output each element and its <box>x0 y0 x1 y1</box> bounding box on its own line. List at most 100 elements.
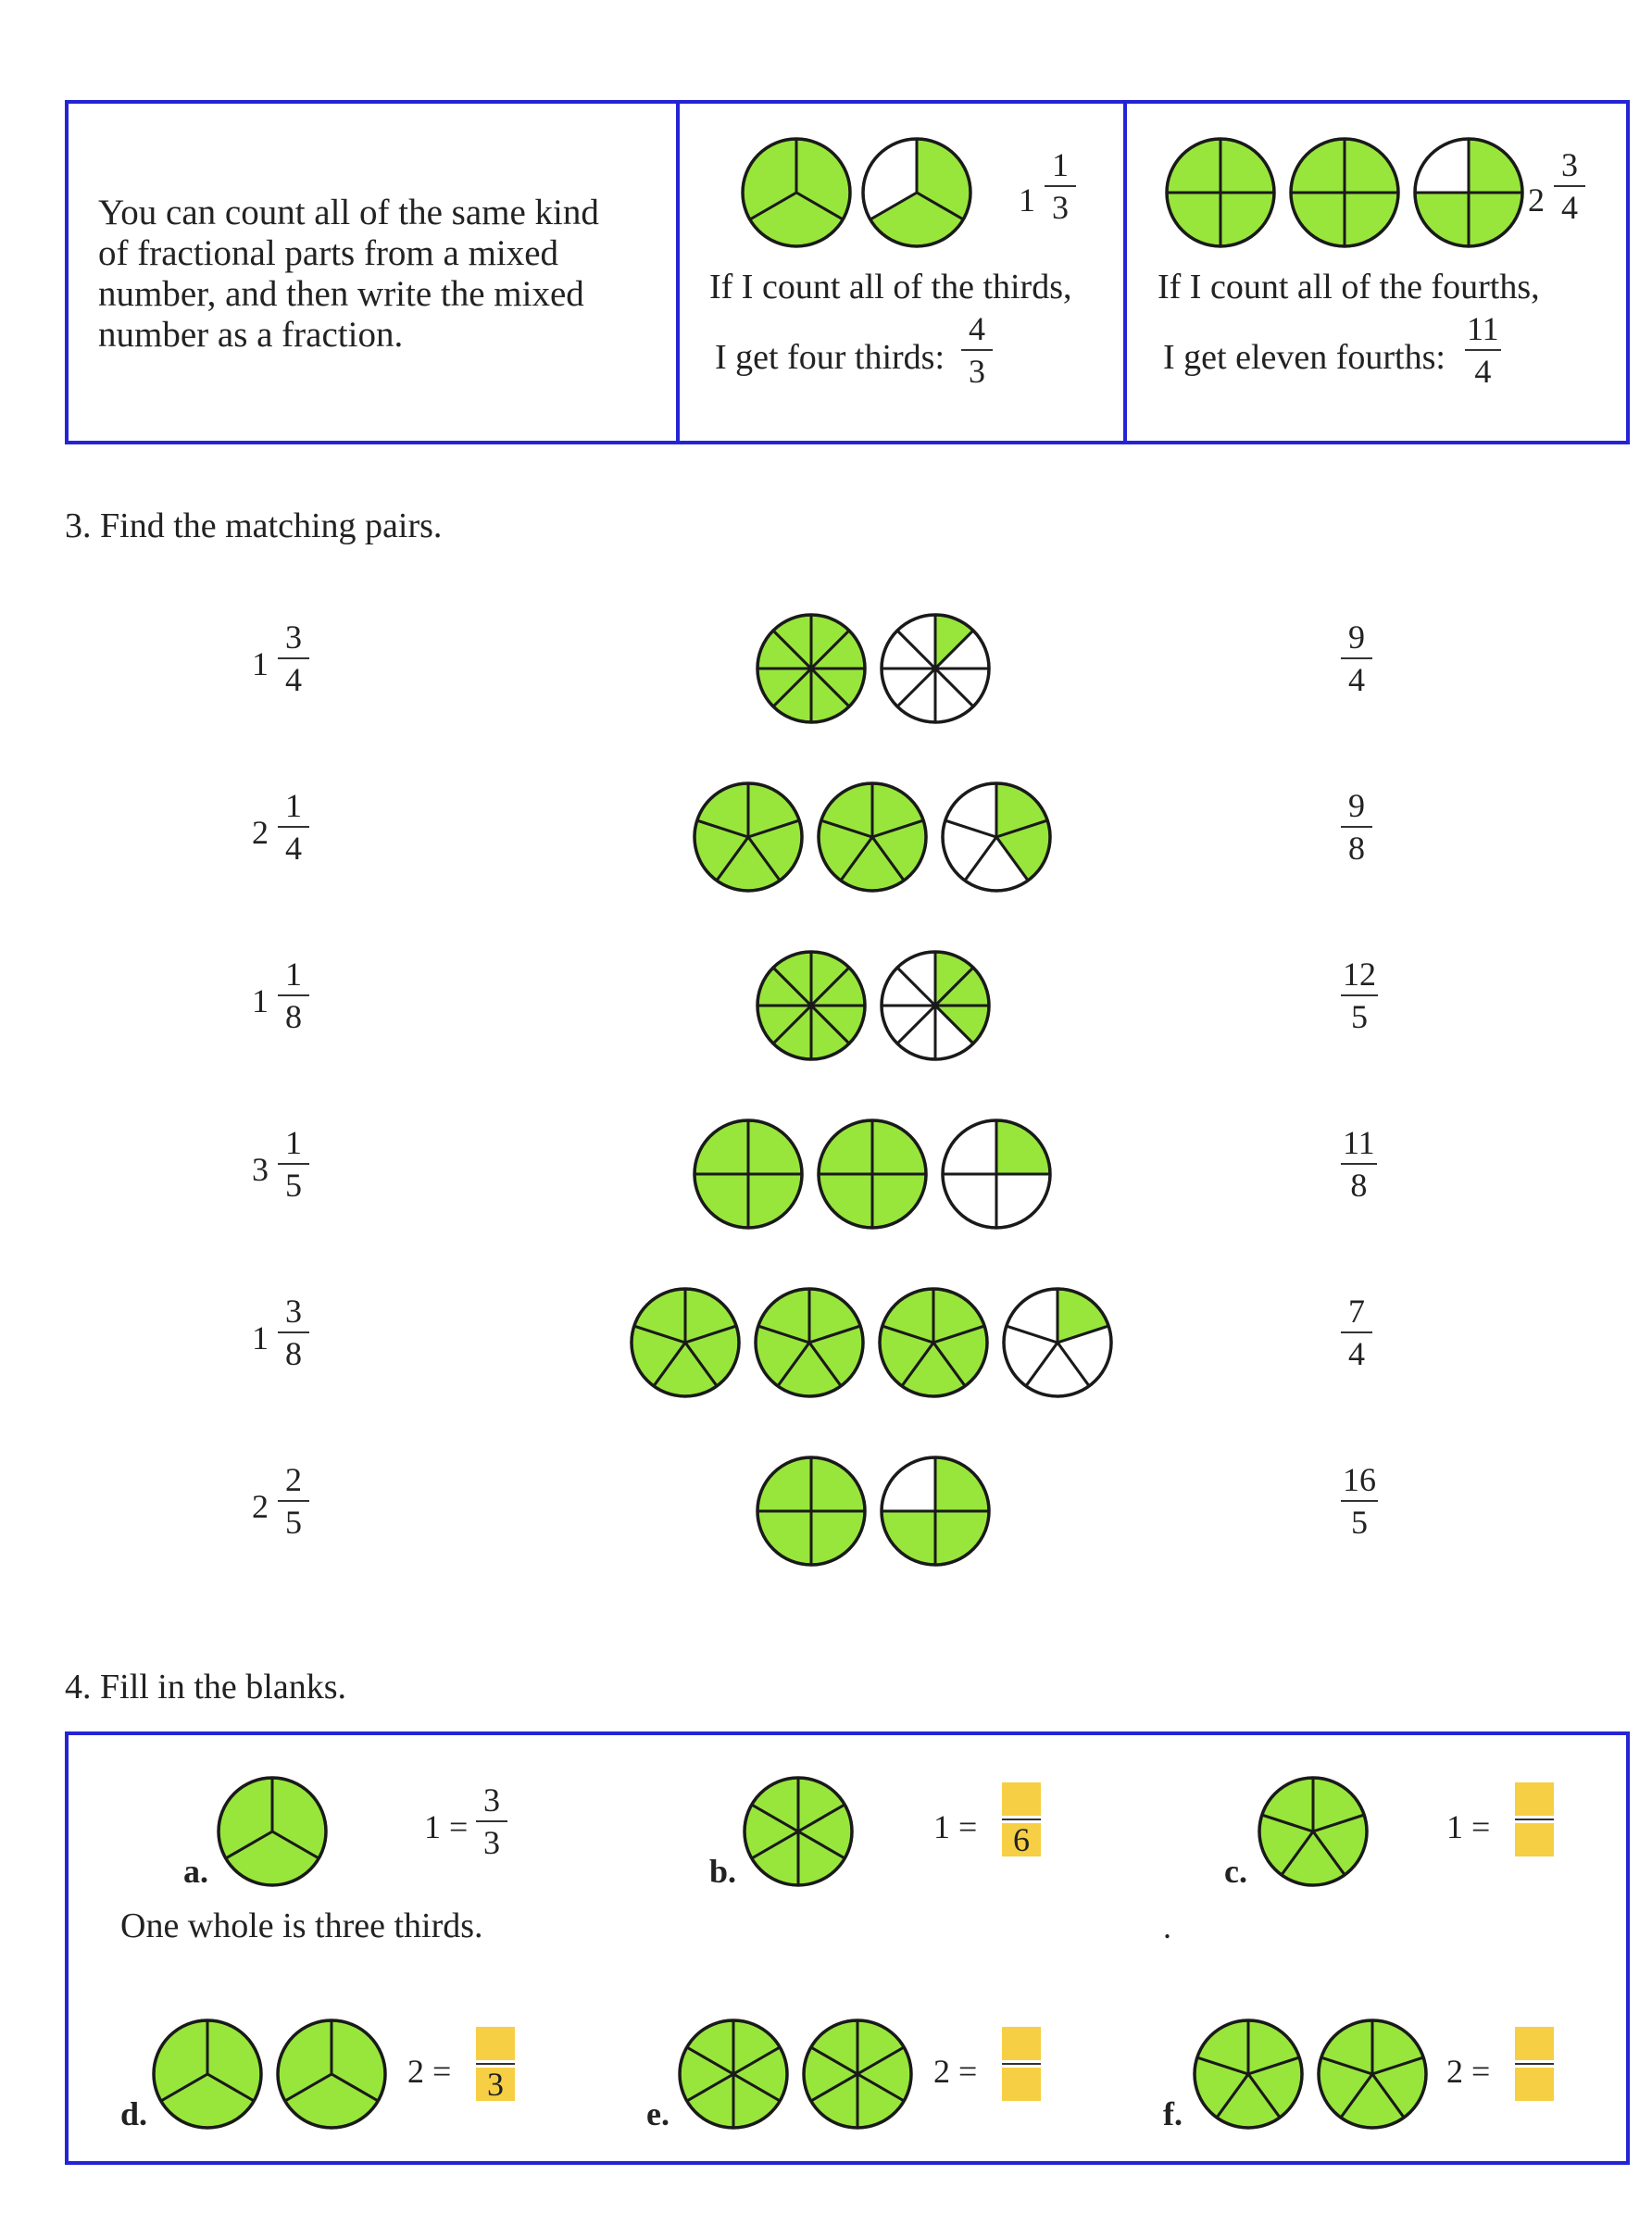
q4-e-pie-2-icon <box>802 2019 913 2130</box>
q4-e-lhs-value: 2 <box>933 2053 950 2090</box>
q4-d-label: d. <box>120 2095 148 2132</box>
q3-row4-pie-2-icon <box>817 1119 928 1230</box>
q4-b-blank-num[interactable] <box>1002 1782 1041 1816</box>
q3-row2-pie-1-icon <box>693 781 804 893</box>
q3-row5-pie-4-icon <box>1002 1287 1113 1398</box>
q4-f-blank-num[interactable] <box>1515 2027 1554 2060</box>
q3-fraction-6-den: 5 <box>1351 1504 1368 1541</box>
q3-mixed-1-whole: 1 <box>252 645 269 682</box>
q3-row2-pie-2-icon-outline <box>817 781 928 893</box>
q3-mixed-6-num: 2 <box>285 1461 302 1498</box>
ex2-mixed-whole: 2 <box>1528 181 1545 219</box>
q4-f-pie-2-icon-outline <box>1317 2019 1428 2130</box>
q3-row5-pie-1-icon-outline <box>630 1287 741 1398</box>
q4-e-pie-2-icon-outline <box>802 2019 913 2130</box>
q3-row5-pie-4-icon-outline <box>1002 1287 1113 1398</box>
q3-fraction-3-den: 5 <box>1351 998 1368 1035</box>
ex2-mixed-den: 4 <box>1561 189 1578 226</box>
q3-row2-pie-3-icon <box>941 781 1052 893</box>
ex1-pie-2-icon <box>861 137 972 248</box>
q4-c-fraction <box>1515 1782 1554 1856</box>
q4-c-blank-den[interactable] <box>1515 1823 1554 1856</box>
q3-mixed-4-num: 1 <box>285 1124 302 1161</box>
ex2-pie-2-icon <box>1289 137 1400 248</box>
q4-f-blank-den[interactable] <box>1515 2068 1554 2101</box>
q4-c-label: c. <box>1224 1853 1247 1890</box>
q4-e-fraction <box>1002 2027 1041 2101</box>
q4-d-lhs: 2 = <box>407 2053 452 2090</box>
q3-fraction-3-num: 12 <box>1343 956 1376 993</box>
explanation-divider-2 <box>1123 100 1127 444</box>
q3-row1-pie-1-icon <box>756 613 867 724</box>
q3-row5-pie-2-icon <box>754 1287 865 1398</box>
ex1-line1: If I count all of the thirds, <box>709 268 1072 306</box>
q4-f-label: f. <box>1163 2095 1183 2132</box>
explanation-divider-1 <box>676 100 680 444</box>
q3-row1-pie-2-icon-outline <box>880 613 991 724</box>
q3-fraction-5-den: 4 <box>1348 1335 1365 1372</box>
q4-f-lhs: 2 = <box>1446 2053 1491 2090</box>
q4-c-lhs-value: 1 <box>1446 1808 1463 1845</box>
q3-mixed-3-den: 8 <box>285 998 302 1035</box>
q4-d-den: 3 <box>476 2068 515 2101</box>
explanation-box <box>65 100 1630 444</box>
q3-mixed-5-whole: 1 <box>252 1319 269 1356</box>
q3-mixed-1-den: 4 <box>285 661 302 698</box>
q4-f-pie-1-icon-outline <box>1193 2019 1304 2130</box>
q4-heading: 4. Fill in the blanks. <box>65 1668 346 1706</box>
q4-a-den: 3 <box>483 1824 500 1861</box>
q4-a-pie-icon-outline <box>217 1776 328 1887</box>
ex1-frac-num: 4 <box>969 310 985 347</box>
ex2-frac-num: 11 <box>1467 310 1499 347</box>
q4-c-lhs: 1 = <box>1446 1808 1491 1845</box>
q3-row5-pie-3-icon <box>878 1287 989 1398</box>
ex1-line2: I get four thirds: <box>715 338 945 377</box>
q4-e-blank-num[interactable] <box>1002 2027 1041 2060</box>
ex1-mixed-num: 1 <box>1052 146 1069 183</box>
q3-mixed-2-whole: 2 <box>252 814 269 851</box>
q4-e-label: e. <box>646 2095 670 2132</box>
q4-a-lhs-value: 1 <box>424 1808 441 1845</box>
ex1-mixed-whole: 1 <box>1019 181 1035 219</box>
q4-f-pie-1-icon <box>1193 2019 1304 2130</box>
q3-mixed-5-den: 8 <box>285 1335 302 1372</box>
q3-mixed-1-num: 3 <box>285 619 302 656</box>
q4-e-lhs: 2 = <box>933 2053 978 2090</box>
q3-row4-pie-1-icon <box>693 1119 804 1230</box>
q3-mixed-2-den: 4 <box>285 830 302 867</box>
q4-b-lhs: 1 = <box>933 1808 978 1845</box>
q3-mixed-5-num: 3 <box>285 1293 302 1330</box>
q4-b-pie-icon-outline <box>743 1776 854 1887</box>
ex2-pie-2-icon-outline <box>1289 137 1400 248</box>
q3-mixed-4-whole: 3 <box>252 1151 269 1188</box>
ex1-pie-1-icon-outline <box>741 137 852 248</box>
q3-fraction-5-num: 7 <box>1348 1293 1365 1330</box>
ex2-pie-1-icon <box>1165 137 1276 248</box>
q4-d-blank-num[interactable] <box>476 2027 515 2060</box>
q4-a-lhs: 1 = <box>424 1808 469 1845</box>
q4-c-blank-num[interactable] <box>1515 1782 1554 1816</box>
q4-e-pie-1-icon <box>678 2019 789 2130</box>
q3-mixed-4-den: 5 <box>285 1167 302 1204</box>
ex2-mixed-num: 3 <box>1561 146 1578 183</box>
q3-heading: 3. Find the matching pairs. <box>65 506 443 545</box>
q3-row2-pie-1-icon-outline <box>693 781 804 893</box>
q4-b-lhs-value: 1 <box>933 1808 950 1845</box>
q4-b-pie-icon <box>743 1776 854 1887</box>
q3-row2-pie-3-icon-outline <box>941 781 1052 893</box>
q3-row5-pie-1-icon <box>630 1287 741 1398</box>
q3-row6-pie-1-icon-outline <box>756 1456 867 1567</box>
q4-e-blank-den[interactable] <box>1002 2068 1041 2101</box>
q4-c-dot: . <box>1163 1908 1171 1945</box>
